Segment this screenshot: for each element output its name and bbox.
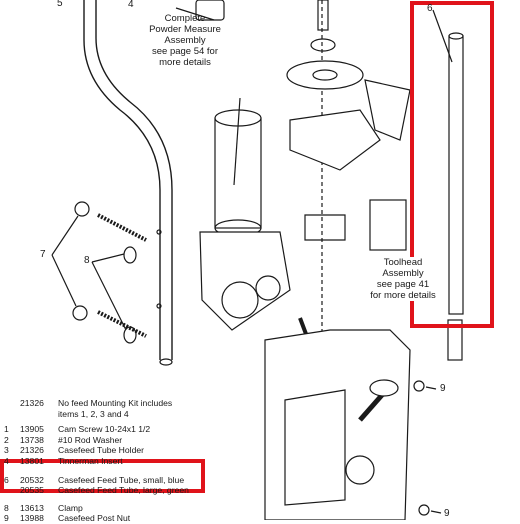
parts-list-idx — [4, 398, 20, 409]
parts-list-row: 8 13613 Clamp — [4, 503, 214, 514]
label-7: 7 — [40, 249, 46, 260]
label-8: 8 — [84, 255, 90, 266]
parts-list-row: 3 21326 Casefeed Tube Holder — [4, 445, 214, 456]
parts-list-row: 2 13738 #10 Rod Washer — [4, 435, 214, 446]
parts-list-desc: Clamp — [58, 502, 83, 513]
label-5: 5 — [57, 0, 63, 9]
parts-list-pn: 13905 — [20, 424, 44, 435]
casefeed-post — [83, 0, 161, 360]
parts-list-row: items 1, 2, 3 and 4 — [4, 409, 214, 420]
parts-list-idx: 1 — [4, 424, 9, 435]
parts-list-pn: 20535 — [20, 485, 44, 496]
parts-list-row: 6 20532 Casefeed Feed Tube, small, blue — [4, 475, 214, 486]
parts-list-highlight — [0, 459, 205, 493]
parts-list-desc: Tinnerman Insert — [58, 455, 123, 466]
label-9-upper: 9 — [440, 383, 446, 394]
cam-screw-upper — [74, 201, 147, 242]
parts-list-pn: 21326 — [20, 398, 44, 408]
parts-list-pn: 13988 — [20, 513, 44, 524]
parts-list-desc: items 1, 2, 3 and 4 — [58, 408, 129, 419]
parts-list-idx: 2 — [4, 434, 9, 445]
parts-list-desc: Casefeed Feed Tube, large, green — [58, 485, 189, 496]
parts-list-pn: 13801 — [20, 455, 44, 466]
cam-screw-lower — [72, 305, 147, 338]
parts-list-row: 21326 No feed Mounting Kit includes — [4, 398, 214, 409]
parts-list-desc: Cam Screw 10-24x1 1/2 — [58, 424, 151, 435]
parts-list-idx — [4, 409, 20, 420]
label-9-lower: 9 — [444, 508, 450, 519]
casefeed-tube — [432, 9, 464, 315]
parts-list-idx: 9 — [4, 513, 9, 524]
parts-list-desc: #10 Rod Washer — [58, 434, 123, 445]
feed-tube-highlight — [410, 1, 494, 328]
parts-list-row: 1 13905 Cam Screw 10-24x1 1/2 — [4, 424, 214, 435]
parts-list-idx: 4 — [4, 455, 9, 466]
parts-list-row: 20535 Casefeed Feed Tube, large, green — [4, 485, 214, 496]
parts-list-desc: No feed Mounting Kit includes — [58, 398, 173, 408]
parts-list-desc: Casefeed Post Nut — [58, 513, 131, 524]
parts-list-desc: Casefeed Feed Tube, small, blue — [58, 474, 185, 485]
parts-list-row: 4 13801 Tinnerman Insert — [4, 456, 214, 467]
parts-list-pn: 20532 — [20, 474, 44, 485]
parts-list-pn — [20, 409, 58, 420]
parts-list-pn: 13613 — [20, 502, 44, 513]
parts-list-idx: 6 — [4, 474, 9, 485]
powder-measure-callout: Complete Powder Measure Assembly see pag… — [149, 13, 221, 68]
label-6: 6 — [427, 3, 433, 14]
parts-list-pn: 13738 — [20, 434, 44, 445]
parts-list-idx: 3 — [4, 445, 9, 456]
parts-list-idx: 8 — [4, 502, 9, 513]
parts-list-idx — [4, 485, 20, 496]
toolhead-callout: Toolhead Assembly see page 41 for more d… — [360, 257, 446, 301]
parts-list-desc: Casefeed Tube Holder — [58, 445, 144, 456]
parts-list-pn: 21326 — [20, 445, 44, 456]
label-4: 4 — [128, 0, 134, 10]
parts-list-row: 9 13988 Casefeed Post Nut — [4, 513, 214, 524]
